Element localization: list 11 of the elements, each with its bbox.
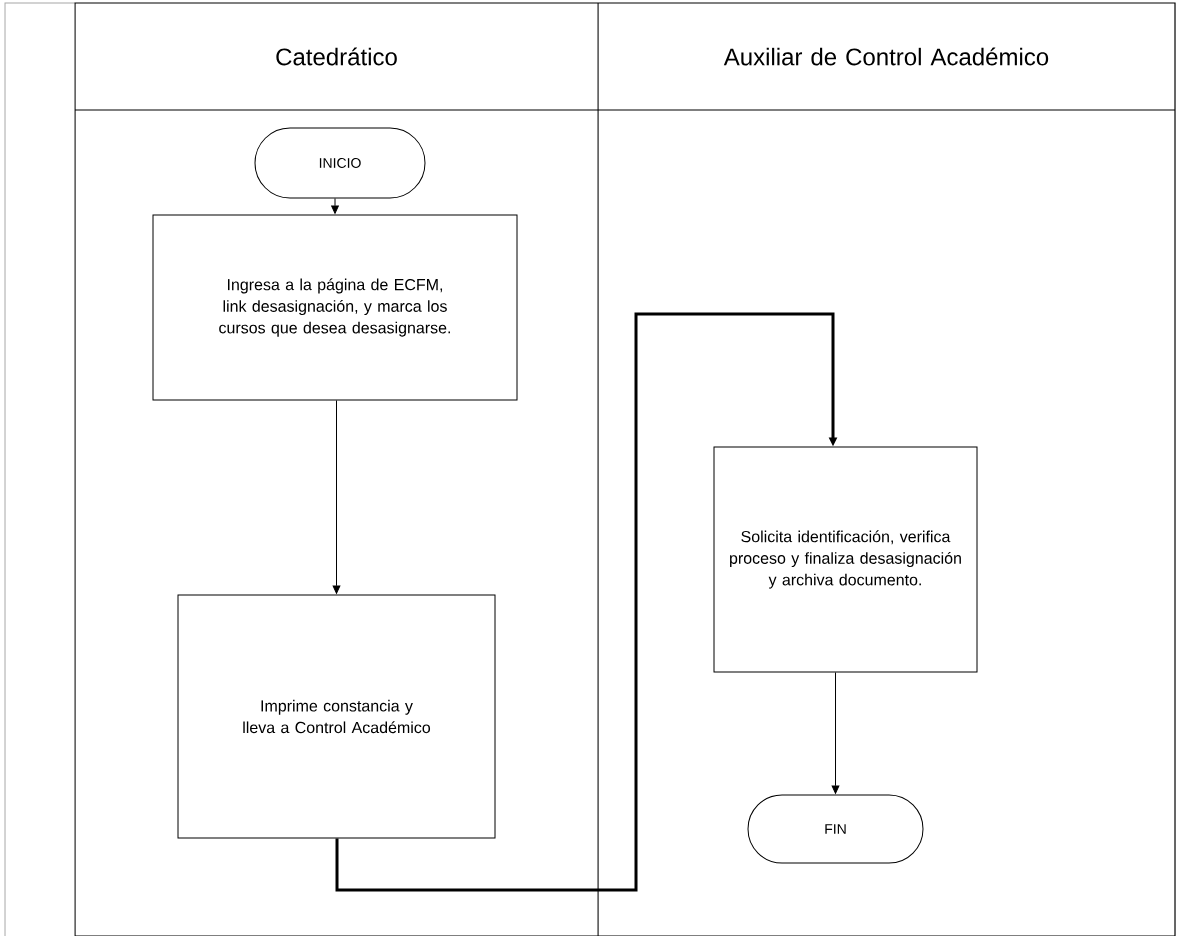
arrow xyxy=(831,672,840,794)
lane-header: Auxiliar de Control Académico xyxy=(723,47,1049,66)
process-box: Imprime constancia y lleva a Control Académico xyxy=(177,594,496,839)
lane-header: Catedrático xyxy=(276,47,397,66)
process-box: Ingresa a la página de ECFM, link desasignación, y marca los cursos que desea desasignarse. xyxy=(152,214,518,401)
process-box: Solicita identificación, verifica proceso y finaliza desasignación y archiva documento. xyxy=(713,446,978,673)
arrow xyxy=(331,198,339,214)
arrow xyxy=(332,400,341,594)
terminator: FIN xyxy=(747,794,924,864)
arrow xyxy=(335,312,838,892)
terminator: INICIO xyxy=(254,127,426,199)
